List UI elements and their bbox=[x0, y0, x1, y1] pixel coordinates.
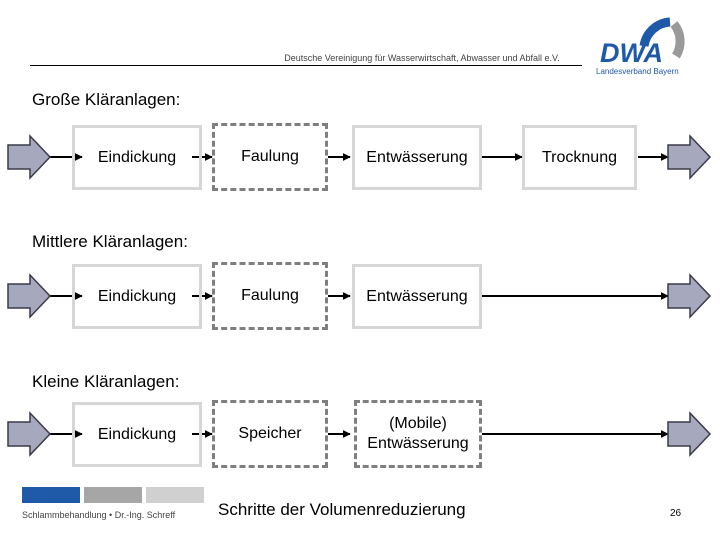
step-entwaesserung-large: Entwässerung bbox=[352, 125, 482, 190]
input-arrow-small bbox=[7, 411, 52, 457]
output-arrow-small bbox=[667, 411, 712, 457]
step-entwaesserung-medium: Entwässerung bbox=[352, 264, 482, 329]
logo-arc-gray bbox=[670, 21, 685, 59]
input-arrow-large bbox=[7, 134, 52, 180]
section-title-small: Kleine Kläranlagen: bbox=[32, 372, 180, 391]
footer-bar-blue bbox=[22, 487, 80, 503]
logo-text: DWA bbox=[600, 38, 663, 68]
association-name: Deutsche Vereinigung für Wasserwirtschaf… bbox=[284, 53, 560, 63]
section-title-medium: Mittlere Kläranlagen: bbox=[32, 232, 188, 251]
output-arrow-large bbox=[667, 134, 712, 180]
step-faulung-large: Faulung bbox=[212, 123, 328, 191]
dwa-logo: DWA Landesverband Bayern bbox=[596, 17, 685, 76]
page-number: 26 bbox=[670, 508, 682, 519]
footer-author: Schlammbehandlung • Dr.-Ing. Schreff bbox=[22, 510, 176, 520]
footer-bar-gray bbox=[84, 487, 142, 503]
header-divider bbox=[30, 65, 582, 66]
step-speicher-small: Speicher bbox=[212, 400, 328, 468]
step-faulung-medium: Faulung bbox=[212, 262, 328, 330]
section-title-large: Große Kläranlagen: bbox=[32, 90, 181, 109]
step-eindickung-medium: Eindickung bbox=[72, 264, 202, 329]
footer-bar-light bbox=[146, 487, 204, 503]
logo-subtext: Landesverband Bayern bbox=[596, 67, 679, 76]
slide-title: Schritte der Volumenreduzierung bbox=[218, 500, 466, 519]
step-trocknung-large: Trocknung bbox=[522, 125, 637, 190]
input-arrow-medium bbox=[7, 273, 52, 319]
step-eindickung-small: Eindickung bbox=[72, 402, 202, 467]
step-mobile-entwaesserung-small: (Mobile) Entwässerung bbox=[354, 400, 482, 468]
step-eindickung-large: Eindickung bbox=[72, 125, 202, 190]
output-arrow-medium bbox=[667, 273, 712, 319]
logo-arc-blue bbox=[639, 17, 671, 47]
